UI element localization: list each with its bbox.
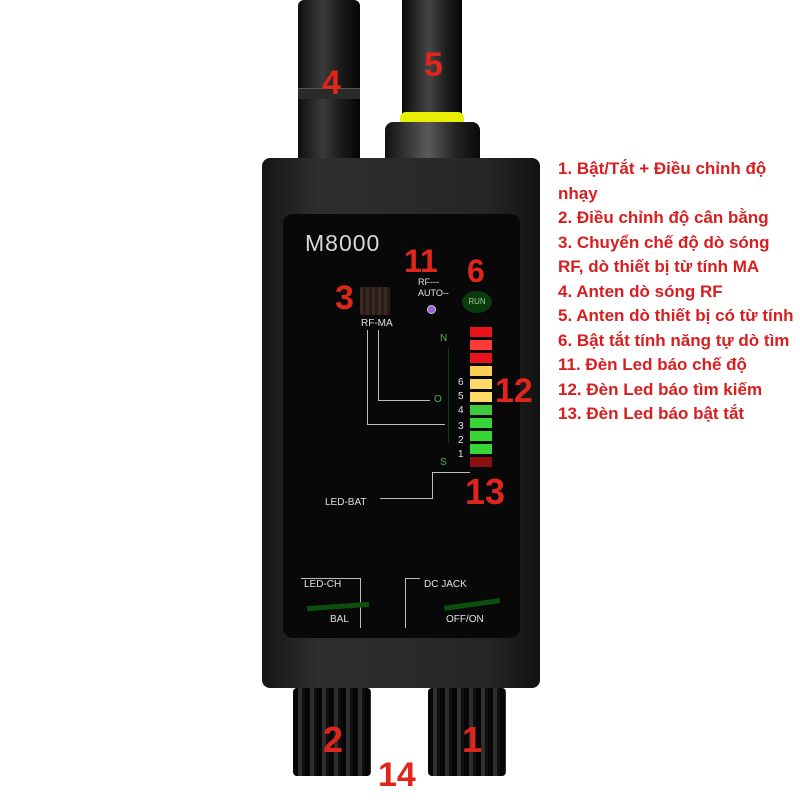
s-label: S <box>440 457 447 468</box>
legend-item: 12. Đèn Led báo tìm kiếm <box>558 379 763 399</box>
led-segment <box>470 405 492 415</box>
callout-6: 6 <box>467 253 485 289</box>
o-label: O <box>434 394 442 405</box>
led-bat-label: LED-BAT <box>325 497 367 508</box>
legend-item: 13. Đèn Led báo bật tắt <box>558 404 745 423</box>
led-segment <box>470 379 492 389</box>
sensitivity-knob[interactable] <box>428 688 506 776</box>
callout-4: 4 <box>322 64 341 102</box>
rf-auto-label: RF--- AUTO-- <box>418 277 449 298</box>
line <box>301 578 361 579</box>
rf-ma-label: RF-MA <box>361 318 393 329</box>
line <box>367 330 368 425</box>
run-button[interactable]: RUN <box>462 291 492 313</box>
legend-item: 4. Anten dò sóng RF <box>558 281 723 301</box>
scale-4: 4 <box>458 405 464 416</box>
line <box>378 400 430 401</box>
scale-3: 3 <box>458 421 464 432</box>
callout-13: 13 <box>465 471 506 512</box>
legend-item: 6. Bật tắt tính năng tự dò tìm <box>558 330 790 350</box>
led-segment <box>470 431 492 441</box>
led-ch-label: LED-CH <box>304 579 342 590</box>
rf-ma-switch[interactable] <box>360 287 390 315</box>
line <box>405 578 406 628</box>
magnetic-antenna <box>402 0 462 125</box>
line <box>380 498 433 499</box>
legend-item: 3. Chuyển chế độ dò sóng RF, dò thiết bị… <box>558 232 770 277</box>
led-segment <box>470 418 492 428</box>
bal-label: BAL <box>330 614 349 625</box>
callout-5: 5 <box>424 46 443 84</box>
led-segment <box>470 392 492 402</box>
led-segment <box>470 444 492 454</box>
callout-2: 2 <box>323 719 344 760</box>
scale-2: 2 <box>458 435 464 446</box>
rf-antenna <box>298 0 360 170</box>
legend-item: 1. Bật/Tắt + Điều chỉnh độ nhạy <box>558 159 767 203</box>
balance-knob[interactable] <box>293 688 371 776</box>
legend-item: 5. Anten dò thiết bị có từ tính <box>558 306 794 325</box>
callout-11: 11 <box>404 243 438 279</box>
line <box>378 330 379 400</box>
legend: 1. Bật/Tắt + Điều chỉnh độ nhạy 2. Điều … <box>558 157 794 427</box>
run-label: RUN <box>468 297 486 306</box>
callout-14: 14 <box>378 756 416 794</box>
legend-item: 2. Điều chỉnh độ cân bằng <box>558 208 769 227</box>
n-label: N <box>440 333 448 344</box>
led-segment <box>470 327 492 337</box>
led-segment <box>470 353 492 363</box>
line <box>432 472 470 473</box>
line <box>405 578 420 579</box>
scale-1: 1 <box>458 449 464 460</box>
callout-1: 1 <box>462 719 483 760</box>
scale-6: 6 <box>458 377 464 388</box>
led-segment <box>470 457 492 467</box>
line <box>367 424 445 425</box>
line <box>432 472 433 498</box>
legend-item: 11. Đèn Led báo chế độ <box>558 355 747 374</box>
off-on-label: OFF/ON <box>446 614 484 625</box>
led-segment <box>470 340 492 350</box>
dc-jack-label: DC JACK <box>424 579 467 590</box>
scale-5: 5 <box>458 391 464 402</box>
led-segment <box>470 366 492 376</box>
mode-led <box>427 305 436 314</box>
model-name: M8000 <box>305 230 381 256</box>
callout-12: 12 <box>495 372 533 410</box>
meter-needle-track <box>448 348 449 443</box>
callout-3: 3 <box>335 279 354 317</box>
